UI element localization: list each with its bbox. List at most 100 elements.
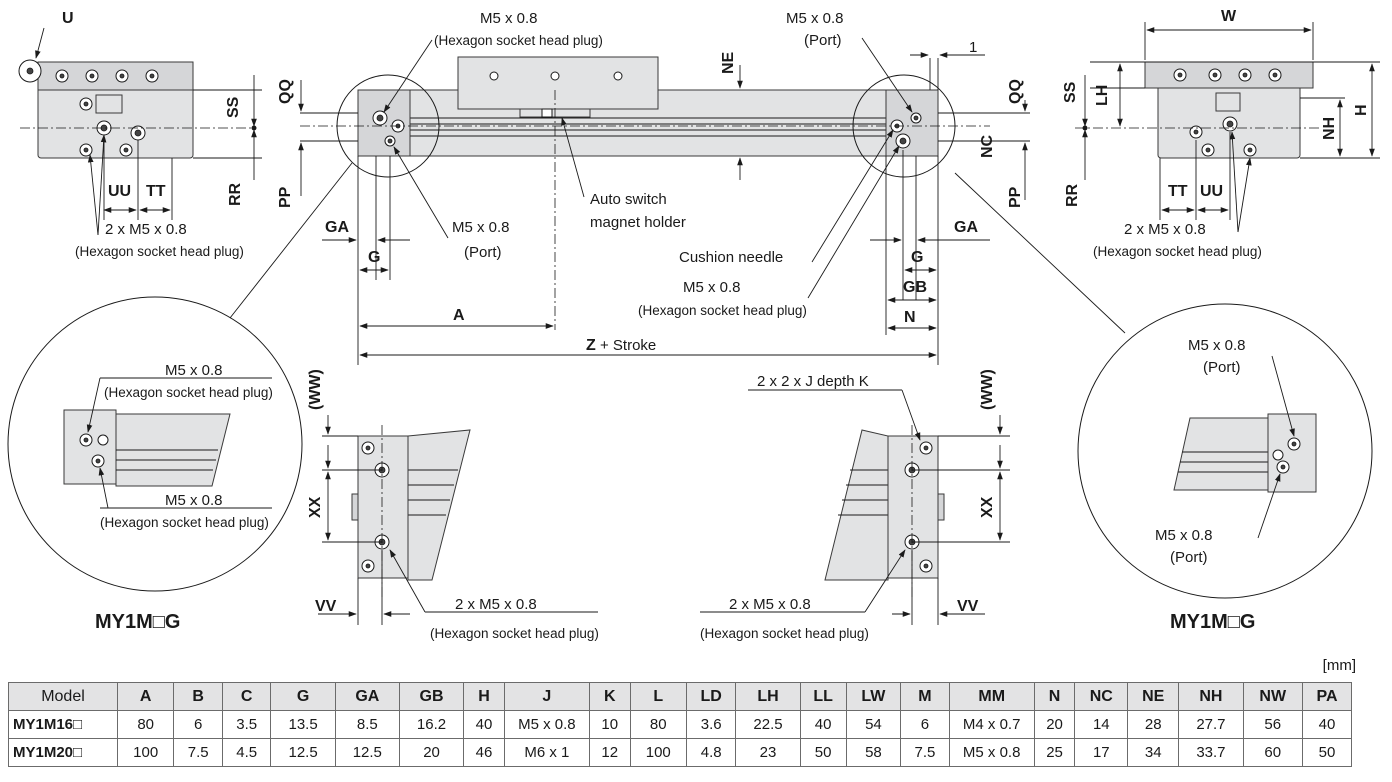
technical-drawing: U SS RR UU TT 2 x M5 x 0.8 (Hexagon sock… [7, 8, 1380, 641]
dim-rr-right: RR [1064, 183, 1081, 207]
table-cell: 40 [463, 710, 505, 739]
table-header-cell: GA [334, 682, 400, 711]
table-cell: M6 x 1 [503, 738, 590, 767]
table-header-cell: LH [735, 682, 801, 711]
table-row: MY1M20□ 100 7.5 4.5 12.5 12.5 20 46 M6 x… [8, 738, 1353, 767]
right-plug-label: M5 x 0.8 [683, 279, 741, 296]
dimensions-table: Model A B C G GA GB H J K L LD LH LL LW … [8, 682, 1353, 767]
table-header-cell: LW [845, 682, 902, 711]
top-plug-sub: (Hexagon socket head plug) [434, 33, 603, 48]
detail-right-caption: MY1M□G [1170, 611, 1255, 633]
table-cell: 17 [1074, 738, 1129, 767]
table-header-row: Model A B C G GA GB H J K L LD LH LL LW … [8, 682, 1353, 711]
table-cell: 50 [1301, 738, 1353, 767]
table-header-cell: NE [1127, 682, 1180, 711]
table-row: MY1M16□ 80 6 3.5 13.5 8.5 16.2 40 M5 x 0… [8, 710, 1353, 739]
dim-a: A [453, 307, 465, 324]
table-cell: 27.7 [1178, 710, 1244, 739]
detail-right-port1-label: M5 x 0.8 [1188, 337, 1246, 354]
table-cell: 10 [588, 710, 631, 739]
table-header-cell: N [1033, 682, 1076, 711]
thread-depth-label: 2 x 2 x J depth K [757, 373, 869, 390]
dim-one: 1 [969, 39, 977, 56]
table-cell: 80 [116, 710, 175, 739]
units-label: [mm] [1322, 657, 1356, 674]
table-cell-model: MY1M20□ [8, 738, 118, 767]
cushion-needle-label: Cushion needle [679, 249, 783, 266]
table-cell: 34 [1127, 738, 1180, 767]
table-cell: 23 [735, 738, 801, 767]
left-port-sub: (Port) [464, 244, 502, 261]
dim-ne: NE [720, 51, 737, 74]
detail-left: M5 x 0.8 (Hexagon socket head plug) M5 x… [7, 296, 303, 633]
table-cell: 58 [845, 738, 902, 767]
right-end-view: W SS LH NH H RR TT UU 2 x M5 x 0.8 (Hexa… [1062, 8, 1380, 259]
table-cell: 46 [463, 738, 505, 767]
right-end-plug-sub: (Hexagon socket head plug) [1093, 244, 1262, 259]
bottom-left-view: (WW) XX VV 2 x M5 x 0.8 (Hexagon socket … [307, 369, 599, 641]
table-cell-model: MY1M16□ [8, 710, 118, 739]
table-header-cell: MM [948, 682, 1035, 711]
left-end-plug-label: 2 x M5 x 0.8 [105, 221, 187, 238]
table-header-cell: M [900, 682, 950, 711]
dim-xx-left: XX [307, 496, 324, 518]
table-cell: 40 [1301, 710, 1353, 739]
table-cell: 54 [845, 710, 902, 739]
table-cell: 20 [398, 738, 465, 767]
auto-switch-label: Auto switch [590, 191, 667, 208]
right-end-plug-label: 2 x M5 x 0.8 [1124, 221, 1206, 238]
bottom-left-plug-sub: (Hexagon socket head plug) [430, 626, 599, 641]
dim-h: H [1353, 104, 1370, 116]
top-port-sub: (Port) [804, 32, 842, 49]
table-header-cell: C [221, 682, 272, 711]
table-header-cell: Model [8, 682, 118, 711]
bottom-right-view: (WW) XX VV 2 x M5 x 0.8 (Hexagon socket … [700, 369, 1010, 641]
dim-nh: NH [1321, 117, 1338, 140]
dim-vv-right: VV [957, 598, 979, 615]
dim-ga-left: GA [325, 219, 349, 236]
table-cell: 6 [173, 710, 223, 739]
table-cell: 7.5 [173, 738, 223, 767]
table-cell: 100 [629, 738, 687, 767]
table-cell: 20 [1033, 710, 1076, 739]
dim-uu: UU [108, 183, 131, 200]
dim-nc: NC [979, 134, 996, 158]
dim-rr: RR [227, 182, 244, 206]
detail-right-port1-sub: (Port) [1203, 359, 1241, 376]
table-cell: 100 [116, 738, 175, 767]
detail-left-caption: MY1M□G [95, 611, 180, 633]
dim-ga-right: GA [954, 219, 978, 236]
table-cell: 3.6 [685, 710, 737, 739]
bottom-left-plug-label: 2 x M5 x 0.8 [455, 596, 537, 613]
table-cell: M4 x 0.7 [948, 710, 1035, 739]
table-cell: 28 [1127, 710, 1180, 739]
table-cell: 12.5 [334, 738, 400, 767]
dim-qq-right: QQ [1007, 79, 1024, 104]
table-header-cell: NC [1074, 682, 1129, 711]
dim-qq-left: QQ [277, 79, 294, 104]
table-cell: 33.7 [1178, 738, 1244, 767]
auto-switch-sub: magnet holder [590, 214, 686, 231]
dim-xx-right: XX [979, 496, 996, 518]
table-header-cell: NW [1242, 682, 1303, 711]
detail-right-port2-label: M5 x 0.8 [1155, 527, 1213, 544]
table-cell: 13.5 [270, 710, 336, 739]
table-header-cell: K [588, 682, 631, 711]
right-plug-sub: (Hexagon socket head plug) [638, 303, 807, 318]
table-cell: M5 x 0.8 [948, 738, 1035, 767]
table-header-cell: G [270, 682, 336, 711]
table-cell: 60 [1242, 738, 1303, 767]
table-cell: 40 [799, 710, 847, 739]
left-end-plug-sub: (Hexagon socket head plug) [75, 244, 244, 259]
dim-stroke: + Stroke [600, 337, 656, 354]
bottom-right-plug-sub: (Hexagon socket head plug) [700, 626, 869, 641]
table-header-cell: LL [799, 682, 847, 711]
dim-u: U [62, 10, 74, 27]
table-cell: 25 [1033, 738, 1076, 767]
dim-tt-right: TT [1168, 183, 1188, 200]
table-cell: 12.5 [270, 738, 336, 767]
detail-right-port2-sub: (Port) [1170, 549, 1208, 566]
table-header-cell: GB [398, 682, 465, 711]
dim-uu-right: UU [1200, 183, 1223, 200]
dim-z: Z [586, 337, 596, 354]
